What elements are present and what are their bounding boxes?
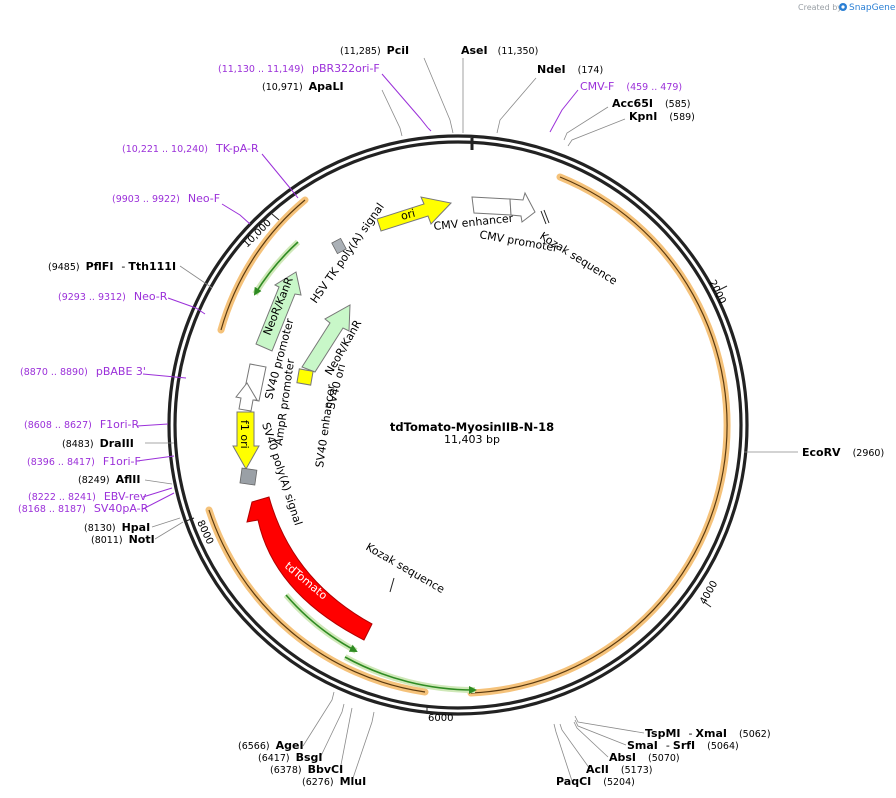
site-pflfi[interactable]: (9485)PflFI-Tth111I bbox=[48, 260, 176, 273]
neo-kan-feature-1 bbox=[255, 271, 302, 352]
site-ndei[interactable]: NdeI(174) bbox=[537, 63, 603, 76]
kozak-bottom-label: Kozak sequence bbox=[364, 540, 448, 596]
credit-prefix: Created by bbox=[798, 3, 842, 12]
site-paqci[interactable]: PaqCI(5204) bbox=[556, 775, 635, 788]
site-draiii[interactable]: (8483)DraIII bbox=[62, 437, 134, 450]
site-bbvci[interactable]: (6378)BbvCI bbox=[270, 763, 343, 776]
kozak-top-label: Kozak sequence bbox=[537, 230, 619, 288]
primer-sv40pa-r[interactable]: (8168 .. 8187)SV40pA-R bbox=[18, 502, 149, 515]
tdtomato-feature bbox=[246, 496, 373, 641]
sv40-ori-feature bbox=[296, 368, 314, 386]
cmv-promoter-feature bbox=[509, 191, 536, 223]
green-feature-arcs bbox=[252, 239, 477, 695]
site-leader-lines bbox=[144, 57, 798, 782]
kozak-bottom-mark bbox=[389, 577, 395, 593]
primer-f1ori-f[interactable]: (8396 .. 8417)F1ori-F bbox=[27, 455, 141, 468]
site-mlui[interactable]: (6276)MluI bbox=[302, 775, 366, 788]
site-noti[interactable]: (8011)NotI bbox=[91, 533, 155, 546]
snapgene-logo-icon bbox=[839, 3, 847, 11]
primer-cmv-f[interactable]: CMV-F(459 .. 479) bbox=[580, 80, 682, 93]
sv40-polya-feature bbox=[239, 467, 258, 486]
site-agei[interactable]: (6566)AgeI bbox=[238, 739, 304, 752]
f1-ori-feature bbox=[232, 411, 260, 471]
primer-neo-f[interactable]: (9903 .. 9922)Neo-F bbox=[112, 192, 220, 205]
site-bsgi[interactable]: (6417)BsgI bbox=[258, 751, 323, 764]
primer-pbr322ori-f[interactable]: (11,130 .. 11,149)pBR322ori-F bbox=[218, 62, 380, 75]
hsv-tk-polya-feature bbox=[331, 237, 347, 255]
site-ecorv[interactable]: EcoRV(2960) bbox=[802, 446, 884, 459]
ruler-ticks: 10,000 2000 4000 6000 8000 bbox=[185, 213, 728, 724]
site-afliii[interactable]: (8249)AflII bbox=[78, 473, 140, 486]
credit-brand: SnapGene bbox=[849, 3, 896, 13]
primer-tk-pa-r[interactable]: (10,221 .. 10,240)TK-pA-R bbox=[122, 142, 259, 155]
site-asei[interactable]: AseI(11,350) bbox=[461, 44, 538, 57]
primer-f1ori-r[interactable]: (8608 .. 8627)F1ori-R bbox=[24, 418, 139, 431]
cmv-enhancer-label: CMV enhancer bbox=[433, 212, 514, 233]
site-hpai[interactable]: (8130)HpaI bbox=[84, 521, 150, 534]
ori-feature bbox=[376, 196, 452, 232]
primer-leader-lines bbox=[136, 73, 579, 510]
site-acc65i[interactable]: Acc65I(585) bbox=[612, 97, 691, 110]
site-acli[interactable]: AclI(5173) bbox=[586, 763, 653, 776]
site-tspmi[interactable]: TspMI-XmaI(5062) bbox=[645, 727, 771, 740]
ori-label: ori bbox=[399, 207, 416, 223]
primer-neo-r[interactable]: (9293 .. 9312)Neo-R bbox=[58, 290, 168, 303]
site-kpni[interactable]: KpnI(589) bbox=[629, 110, 695, 123]
ampr-promoter-feature bbox=[235, 382, 258, 412]
plasmid-length: 11,403 bp bbox=[444, 433, 500, 446]
backbone-outer-ring bbox=[167, 134, 749, 716]
f1-ori-label: f1 ori bbox=[238, 420, 251, 449]
primer-pbabe-3[interactable]: (8870 .. 8890)pBABE 3' bbox=[20, 365, 146, 378]
backbone-inner-ring bbox=[173, 140, 743, 710]
kozak-top-mark bbox=[540, 210, 547, 225]
site-absi[interactable]: AbsI(5070) bbox=[609, 751, 680, 764]
primer-ebv-rev[interactable]: (8222 .. 8241)EBV-rev bbox=[28, 490, 147, 503]
neo-kan-feature-2 bbox=[301, 304, 351, 373]
tick-label-6000: 6000 bbox=[428, 713, 453, 724]
sv40-enhancer-label: SV40 enhancer bbox=[313, 383, 338, 468]
orange-feature-bands bbox=[205, 173, 731, 697]
hsv-tk-label: HSV TK poly(A) signal bbox=[308, 201, 387, 306]
site-smai[interactable]: SmaI-SrfI(5064) bbox=[627, 739, 739, 752]
plasmid-name: tdTomato-MyosinIIB-N-18 bbox=[390, 420, 554, 434]
site-apali[interactable]: (10,971)ApaLI bbox=[262, 80, 344, 93]
site-pcii[interactable]: (11,285)PciI bbox=[340, 44, 409, 57]
